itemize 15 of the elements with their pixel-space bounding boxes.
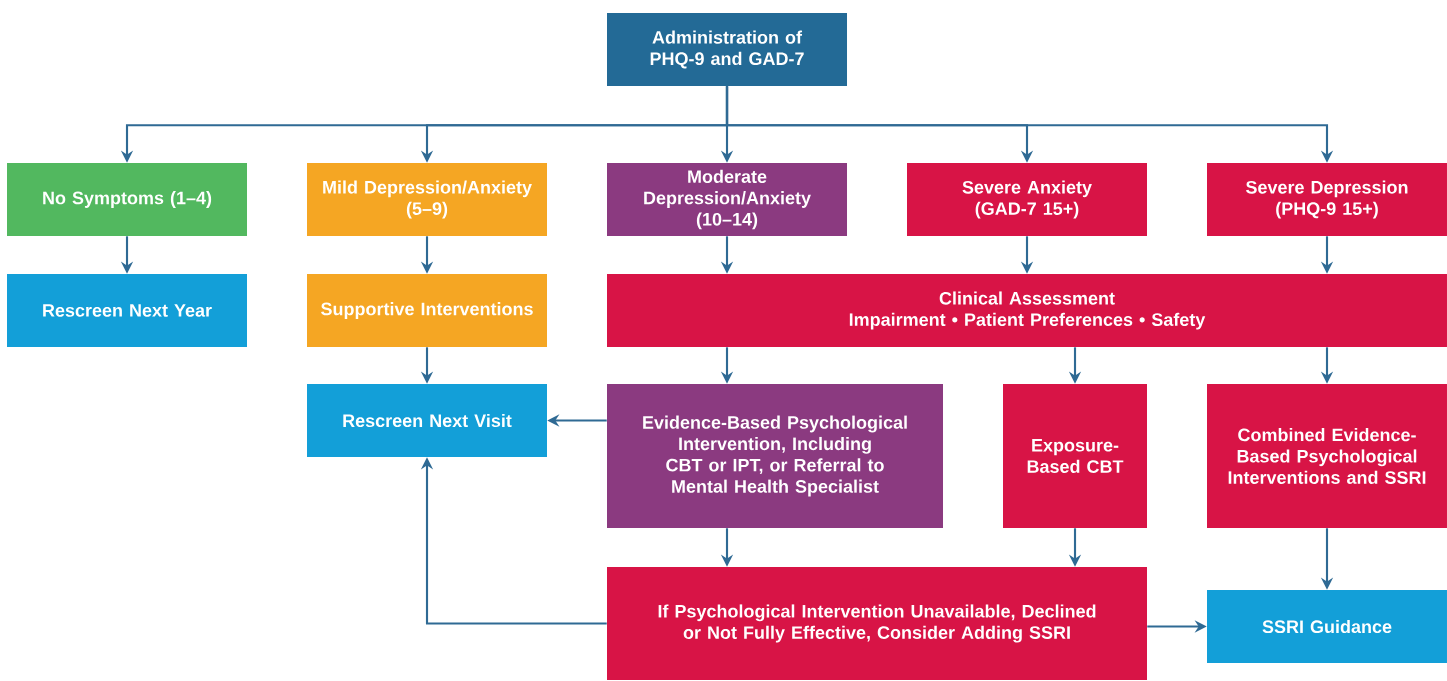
process-box: Evidence-Based Psychological Intervention, Including CBT or IPT, or Referral to Mental Health Specialist	[607, 384, 943, 528]
start-box: Administration of PHQ-9 and GAD-7	[607, 12, 847, 87]
process-box: Supportive Interventions	[307, 273, 547, 348]
process-box: Exposure-Based CBT	[1003, 384, 1147, 528]
outcome-box: Rescreen Next Year	[7, 273, 247, 348]
category-box: Severe Anxiety (GAD-7 15+)	[907, 162, 1147, 237]
outcome-box: Rescreen Next Visit	[307, 383, 547, 458]
process-box: Combined Evidence-Based Psychological Interventions and SSRI	[1207, 384, 1447, 528]
category-box: No Symptoms (1–4)	[7, 162, 247, 237]
category-box: Moderate Depression/Anxiety (10–14)	[607, 162, 847, 237]
outcome-box: SSRI Guidance	[1207, 589, 1447, 664]
process-box: If Psychological Intervention Unavailable, Declined or Not Fully Effective, Consider Adding SSRI	[607, 566, 1147, 681]
category-box: Severe Depression (PHQ-9 15+)	[1207, 162, 1447, 237]
process-box: Clinical Assessment Impairment • Patient Preferences • Safety	[607, 273, 1447, 348]
category-box: Mild Depression/Anxiety (5–9)	[307, 162, 547, 237]
